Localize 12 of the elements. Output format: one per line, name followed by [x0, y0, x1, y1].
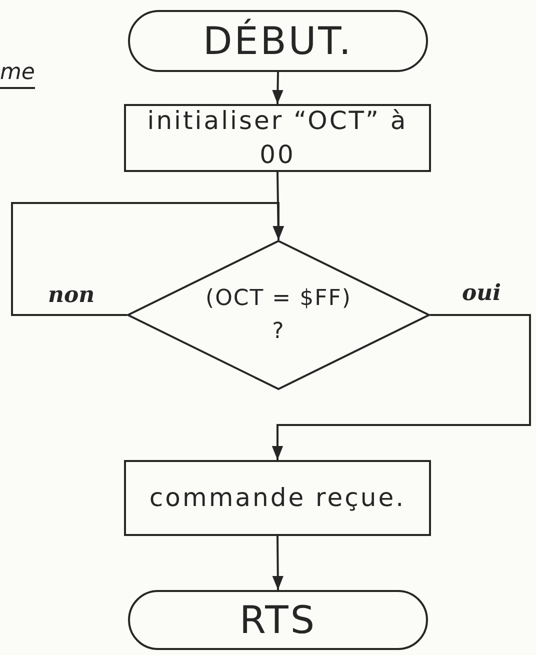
edge-label: oui — [462, 280, 502, 306]
arrow — [272, 314, 531, 460]
terminal-box: DÉBUT. — [128, 10, 428, 72]
node-text: (OCT = $FF) ? — [204, 285, 352, 346]
arrow — [11, 202, 284, 316]
arrow — [272, 72, 284, 104]
terminal-box: RTS — [128, 590, 428, 650]
title-fragment: me — [0, 60, 35, 89]
process-box: commande reçue. — [124, 460, 431, 536]
process-box: initialiser “OCT” à 00 — [124, 104, 431, 172]
arrow — [272, 536, 284, 590]
edge-label: non — [48, 282, 95, 308]
